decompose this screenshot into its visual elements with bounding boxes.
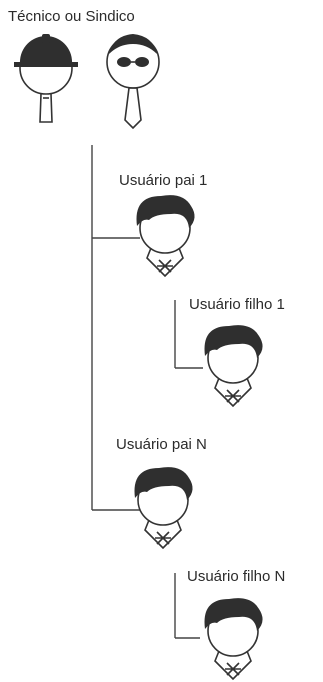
connector-lines (91, 145, 203, 639)
sunglasses-man-icon (106, 34, 160, 130)
user-face-icon (134, 467, 193, 550)
admin-title: Técnico ou Sindico (8, 8, 135, 25)
user-face-icon (136, 195, 195, 278)
hard-hat-worker-icon (14, 34, 78, 123)
node-label-child-n: Usuário filho N (187, 568, 286, 585)
user-face-icon (204, 598, 263, 681)
node-label-child-1: Usuário filho 1 (189, 296, 285, 313)
user-face-icon (204, 325, 263, 408)
node-label-parent-1: Usuário pai 1 (119, 172, 208, 189)
node-label-parent-n: Usuário pai N (116, 436, 207, 453)
